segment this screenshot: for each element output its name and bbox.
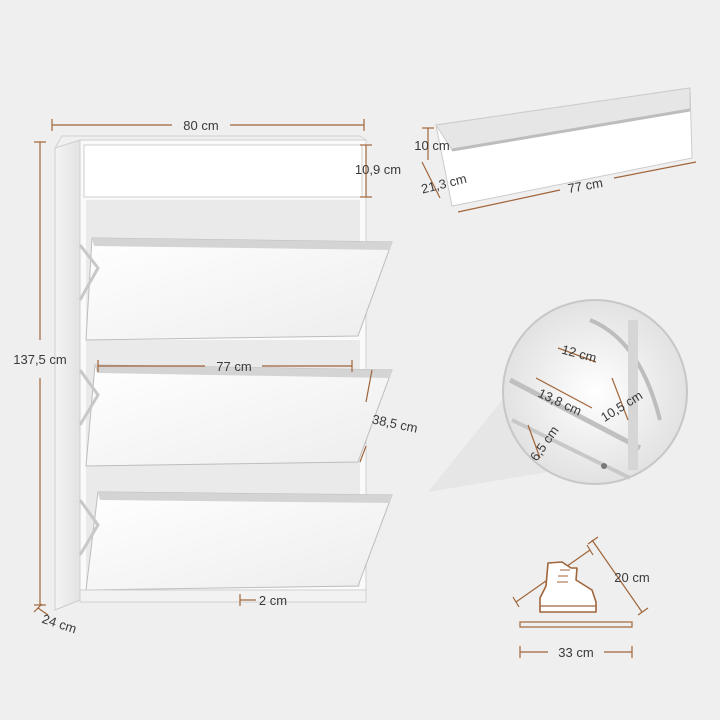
drawer-tray-rim <box>451 108 691 152</box>
top-drawer <box>83 144 363 198</box>
cabinet-top <box>53 135 368 149</box>
hinge-bracket-1 <box>78 244 100 301</box>
zoom-screw <box>601 463 607 469</box>
flap-height-label: 38,5 cm <box>371 411 419 435</box>
width-label: 80 cm <box>183 118 218 133</box>
drawer-height-label: 10,9 cm <box>355 162 401 177</box>
flap-3-edge <box>98 492 392 503</box>
zoom-side-panel <box>628 320 638 470</box>
depth-label: 24 cm <box>40 611 78 636</box>
shoe-height-label: 20 cm <box>614 570 649 585</box>
shoe-size-diagram: 20 cm 33 cm <box>512 536 650 660</box>
height-label: 137,5 cm <box>13 352 66 367</box>
base-gap-label: 2 cm <box>259 593 287 608</box>
boot-icon <box>539 561 597 613</box>
flap-3 <box>85 491 393 591</box>
flap-2-edge <box>95 365 392 378</box>
flap-2 <box>85 364 393 467</box>
shoe-cabinet <box>53 135 393 611</box>
hinge-bracket-3 <box>78 499 100 556</box>
hinge-bracket-2 <box>78 369 100 426</box>
drawer-width-label: 77 cm <box>566 175 603 196</box>
zoom-shelf-1 <box>508 377 642 451</box>
hinge-zoom-detail: 12 cm 13,8 cm 10,5 cm 6,5 cm <box>428 299 688 492</box>
cabinet-base <box>79 589 367 603</box>
shoe-length-label: 33 cm <box>558 645 593 660</box>
flap-1 <box>85 237 393 341</box>
cabinet-side-panel <box>54 139 81 611</box>
flap-1-edge <box>92 238 392 250</box>
flap-width-label: 77 cm <box>216 359 251 374</box>
cabinet-base-edge <box>54 599 81 611</box>
drawer-detail: 10 cm 21,3 cm 77 cm <box>414 87 697 213</box>
zoom-shelf-2 <box>511 418 631 480</box>
drawer-top-height-label: 10 cm <box>414 138 449 153</box>
shoe-shelf-icon <box>519 621 633 628</box>
